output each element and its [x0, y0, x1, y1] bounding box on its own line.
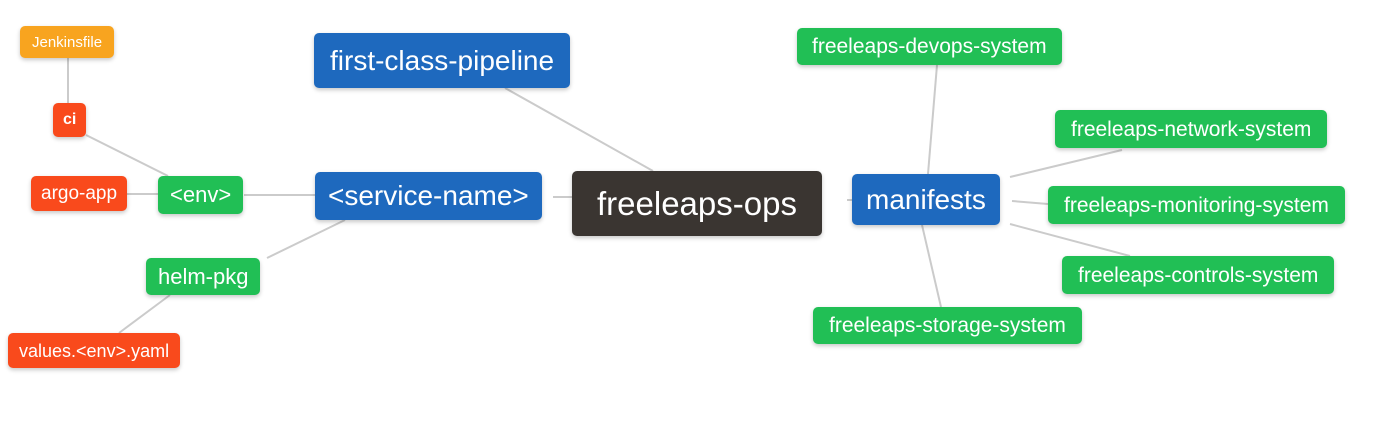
edge-service-name-to-helm-pkg	[266, 219, 346, 259]
node-ci[interactable]: ci	[53, 103, 87, 137]
node-env[interactable]: <env>	[158, 176, 244, 214]
node-jenkinsfile[interactable]: Jenkinsfile	[20, 26, 115, 58]
node-monitoring-system[interactable]: freeleaps-monitoring-system	[1048, 186, 1345, 224]
node-values-env-yaml[interactable]: values.<env>.yaml	[8, 333, 181, 368]
edge-manifests-to-controls-system	[1009, 223, 1131, 257]
node-manifests[interactable]: manifests	[852, 174, 1000, 225]
node-first-class-pipeline[interactable]: first-class-pipeline	[314, 33, 571, 88]
node-storage-system[interactable]: freeleaps-storage-system	[813, 307, 1082, 344]
node-network-system[interactable]: freeleaps-network-system	[1055, 110, 1328, 148]
edge-manifests-to-devops-system	[927, 64, 938, 175]
edge-manifests-to-network-system	[1009, 149, 1123, 178]
edge-helm-pkg-to-values-env-yaml	[118, 294, 171, 334]
node-helm-pkg[interactable]: helm-pkg	[146, 258, 261, 295]
edge-manifests-to-monitoring-system	[1011, 200, 1049, 205]
node-freeleaps-ops[interactable]: freeleaps-ops	[572, 171, 822, 236]
node-controls-system[interactable]: freeleaps-controls-system	[1062, 256, 1335, 294]
edge-ci-to-env	[85, 134, 169, 177]
edge-first-class-pipeline-to-freeleaps-ops	[504, 87, 654, 172]
node-argo-app[interactable]: argo-app	[31, 176, 128, 211]
edge-manifests-to-storage-system	[921, 224, 942, 308]
node-service-name[interactable]: <service-name>	[315, 172, 542, 220]
node-devops-system[interactable]: freeleaps-devops-system	[797, 28, 1062, 65]
